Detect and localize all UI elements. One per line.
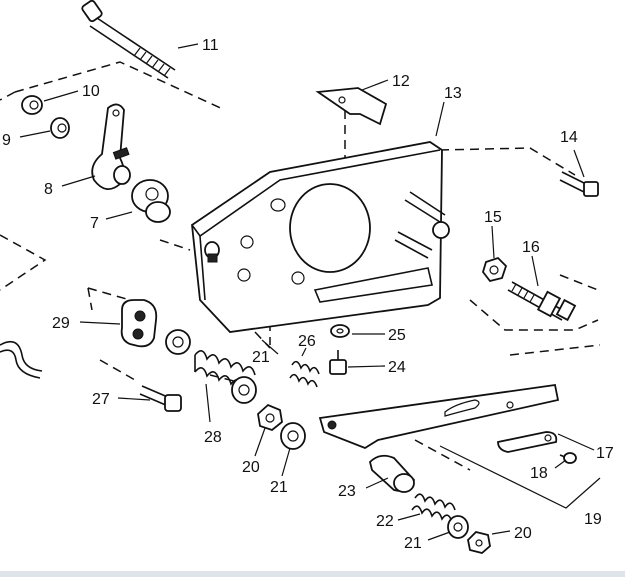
callout-15: 15 (484, 209, 502, 226)
window-bottom-edge (0, 571, 625, 577)
leader-lines (19, 43, 601, 541)
stud-right-upper (404, 191, 450, 239)
callout-27: 27 (92, 391, 110, 408)
bracket-part-12 (315, 87, 388, 126)
wire-hook-left (0, 340, 43, 379)
clip-part-17 (497, 431, 558, 453)
washer-part-21-left (280, 422, 306, 450)
callout-25: 25 (388, 327, 406, 344)
callout-18: 18 (530, 465, 548, 482)
callout-22: 22 (376, 513, 394, 530)
callout-19: 19 (584, 511, 602, 528)
callout-12: 12 (392, 73, 410, 90)
washer-part-9 (50, 117, 70, 139)
callout-21-left: 21 (270, 479, 288, 496)
spring-part-22 (411, 493, 456, 523)
link-plate-part-29 (120, 299, 158, 348)
callout-13: 13 (444, 85, 462, 102)
nut-part-20-left (257, 403, 283, 432)
callout-7: 7 (90, 215, 99, 232)
callout-26: 26 (298, 333, 316, 350)
nut-part-20-bottom (467, 531, 491, 554)
callout-14: 14 (560, 129, 578, 146)
lever-arm-part-8 (91, 103, 131, 190)
sleeve-part-23 (369, 454, 416, 493)
washer-right (231, 376, 257, 404)
callout-24: 24 (388, 359, 406, 376)
washer-part-25 (330, 324, 350, 338)
callout-9: 9 (2, 132, 11, 149)
callout-23: 23 (338, 483, 356, 500)
callout-20-left: 20 (242, 459, 260, 476)
callout-10: 10 (82, 83, 100, 100)
nut-part-10 (21, 95, 43, 115)
bolt-part-27 (139, 385, 182, 412)
callout-11: 11 (202, 37, 219, 54)
washer-part-21-bottom (447, 515, 469, 539)
mounting-plate-part-13 (191, 141, 450, 333)
callout-28: 28 (204, 429, 222, 446)
rod-part-16 (507, 281, 577, 322)
screw-part-18 (559, 452, 577, 464)
spring-part-26 (289, 360, 320, 388)
callout-8: 8 (44, 181, 53, 198)
callout-21-upper: 21 (252, 349, 270, 366)
bushing-part-7 (131, 179, 171, 223)
callout-16: 16 (522, 239, 540, 256)
bolt-part-14 (559, 171, 599, 197)
callout-20-bottom: 20 (514, 525, 532, 542)
stud-left (204, 241, 220, 263)
nut-part-15 (482, 256, 508, 283)
lever-bar-part-19 (318, 383, 560, 450)
callout-17: 17 (596, 445, 614, 462)
callout-29: 29 (52, 315, 70, 332)
washer-left (165, 329, 191, 355)
stud-right-lower (394, 231, 433, 259)
bolt-part-24 (329, 350, 347, 375)
callout-21-bottom: 21 (404, 535, 422, 552)
bolt-part-11 (81, 0, 176, 79)
callout-numbers: 11 10 9 8 7 12 13 14 15 16 29 21 26 25 2… (2, 37, 614, 552)
